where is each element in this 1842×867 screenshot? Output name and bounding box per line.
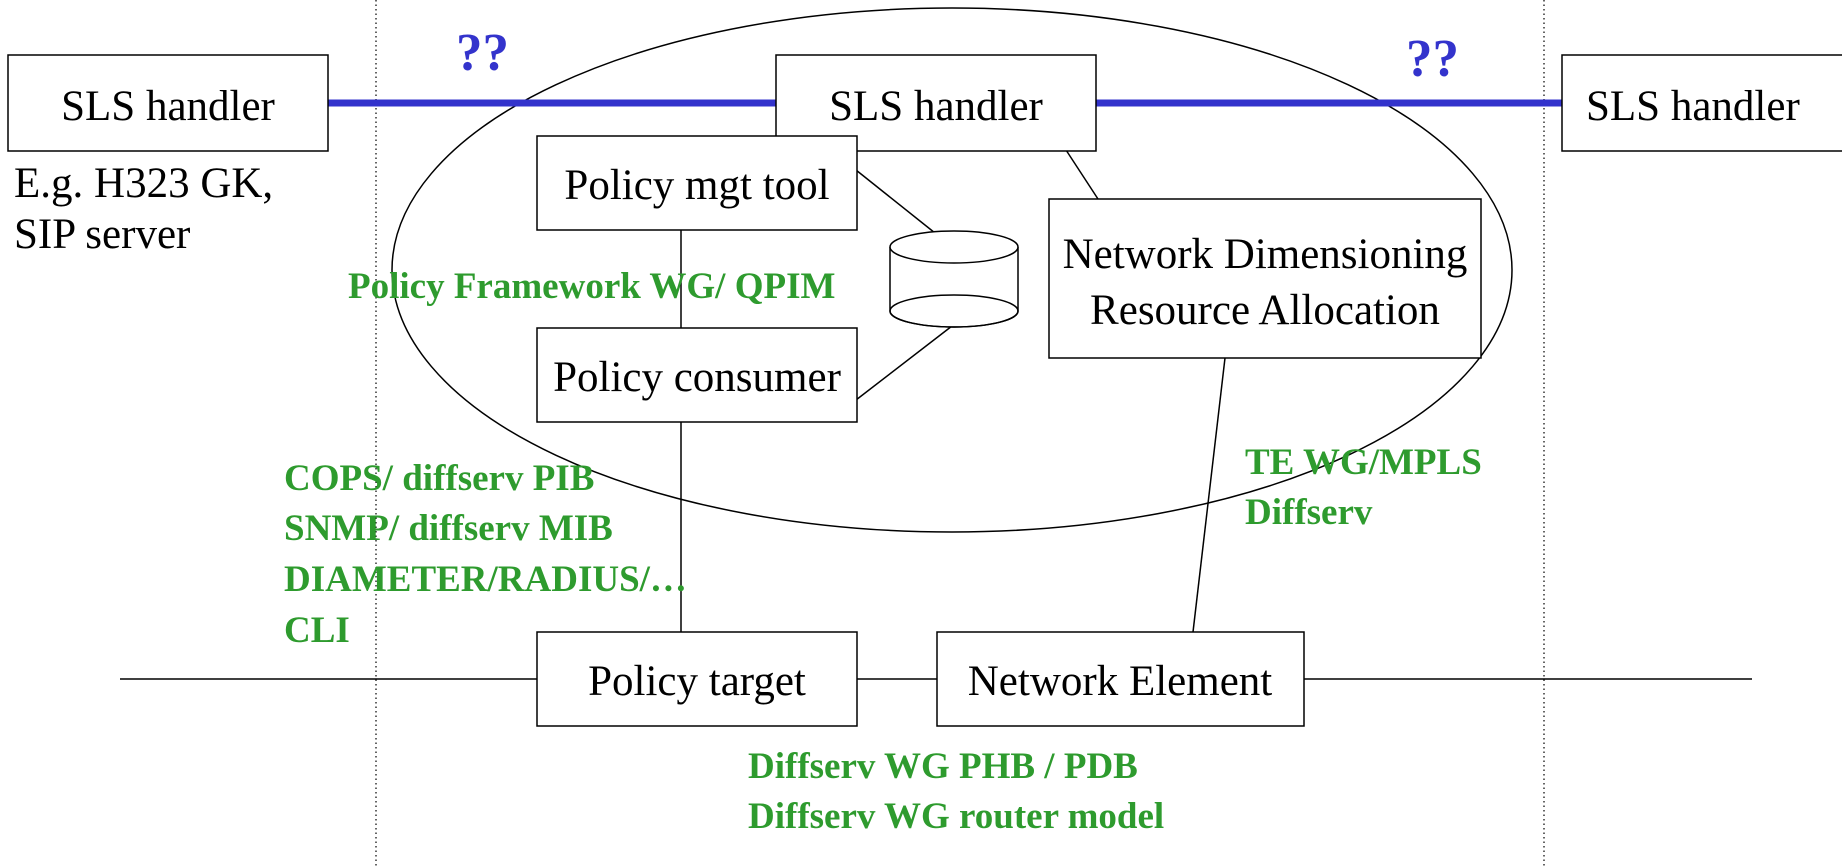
label-phb: Diffserv WG PHB / PDB xyxy=(748,746,1138,787)
connector-consumer-to-repository xyxy=(855,325,953,401)
policy-consumer-box: Policy consumer xyxy=(536,327,858,423)
policy-consumer-label: Policy consumer xyxy=(553,354,841,401)
connector-mgt-to-repository xyxy=(855,169,936,234)
policy-mgt-tool-box: Policy mgt tool xyxy=(536,135,858,231)
network-element-label: Network Element xyxy=(968,658,1273,705)
label-router-model: Diffserv WG router model xyxy=(748,796,1164,837)
sls-handler-left-label: SLS handler xyxy=(61,83,275,130)
question-marks-left: ?? xyxy=(456,24,509,82)
sls-handler-center-label: SLS handler xyxy=(829,83,1043,130)
network-dimensioning-label: Network Dimensioning xyxy=(1063,231,1468,278)
network-element-box: Network Element xyxy=(936,631,1305,727)
connector-nd-to-element xyxy=(1192,357,1226,633)
label-cops: COPS/ diffserv PIB xyxy=(284,458,594,499)
policy-repository-icon xyxy=(889,230,1019,328)
question-marks-right: ?? xyxy=(1406,30,1459,88)
policy-mgt-tool-label: Policy mgt tool xyxy=(564,162,829,209)
label-cli: CLI xyxy=(284,610,350,651)
connector-sls-to-nd xyxy=(1065,149,1099,200)
label-policy-framework: Policy Framework WG/ QPIM xyxy=(348,266,835,307)
sls-handler-right-label: SLS handler xyxy=(1586,83,1800,130)
label-te-diffserv: Diffserv xyxy=(1245,492,1373,533)
gk-note-line2: SIP server xyxy=(14,211,190,258)
label-te-wg: TE WG/MPLS xyxy=(1245,442,1482,483)
sls-handler-right: SLS handler xyxy=(1561,54,1842,152)
sls-handler-left: SLS handler xyxy=(7,54,329,152)
gk-note-line1: E.g. H323 GK, xyxy=(14,160,273,207)
label-snmp: SNMP/ diffserv MIB xyxy=(284,508,613,549)
sls-handler-center: SLS handler xyxy=(775,54,1097,152)
resource-allocation-label: Resource Allocation xyxy=(1090,287,1440,334)
domain-ellipse xyxy=(391,7,1513,533)
network-dimensioning-box: Network Dimensioning Resource Allocation xyxy=(1048,198,1482,359)
policy-target-box: Policy target xyxy=(536,631,858,727)
policy-target-label: Policy target xyxy=(588,658,806,705)
label-diameter: DIAMETER/RADIUS/… xyxy=(284,559,687,600)
